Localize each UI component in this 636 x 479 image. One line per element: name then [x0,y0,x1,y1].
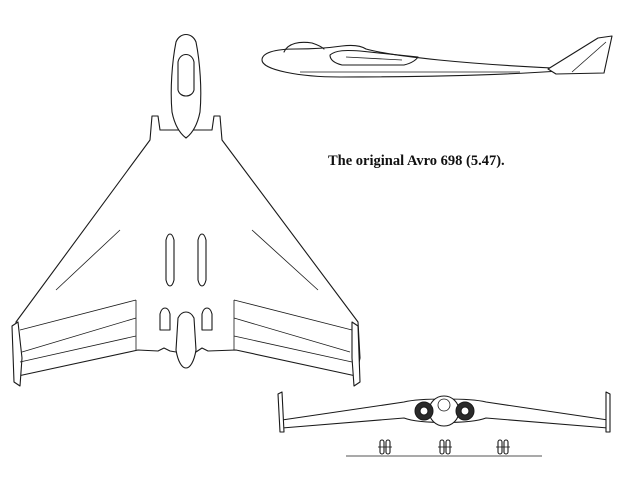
side-view-nacelle [329,49,419,66]
side-view-fin [547,35,613,75]
side-view-fuselage [261,44,561,78]
plan-view-right-exhaust [201,307,213,331]
plan-view [11,33,361,387]
side-view [261,35,613,78]
front-view-cockpit [437,398,451,412]
plan-view-left-elevon [19,299,137,363]
plan-view-right-spar [251,229,319,291]
front-view [277,391,611,457]
side-view-nacelle-line [345,56,403,61]
figure-caption: The original Avro 698 (5.47). [328,153,505,169]
plan-view-nose [170,33,202,139]
plan-view-tail-cone [175,311,197,369]
side-view-fin-line [571,41,607,73]
plan-view-right-store [197,233,207,287]
plan-view-canopy [177,53,195,97]
front-view-right-gear [496,439,510,455]
front-view-left-intake-inner [419,406,429,416]
plan-view-right-tip-fin [351,321,361,387]
plan-view-left-spar [55,229,121,291]
plan-view-left-exhaust [159,307,171,331]
side-view-canopy [283,41,325,53]
front-view-left-tip-fin [277,391,285,433]
plan-view-left-tip-fin [11,321,23,387]
front-view-right-intake-inner [460,406,470,416]
plan-view-right-elevon [233,299,353,363]
plan-view-left-store [165,233,175,287]
front-view-right-tip-fin [605,391,611,433]
front-view-left-gear [378,439,392,455]
front-view-nose-gear [438,439,452,455]
